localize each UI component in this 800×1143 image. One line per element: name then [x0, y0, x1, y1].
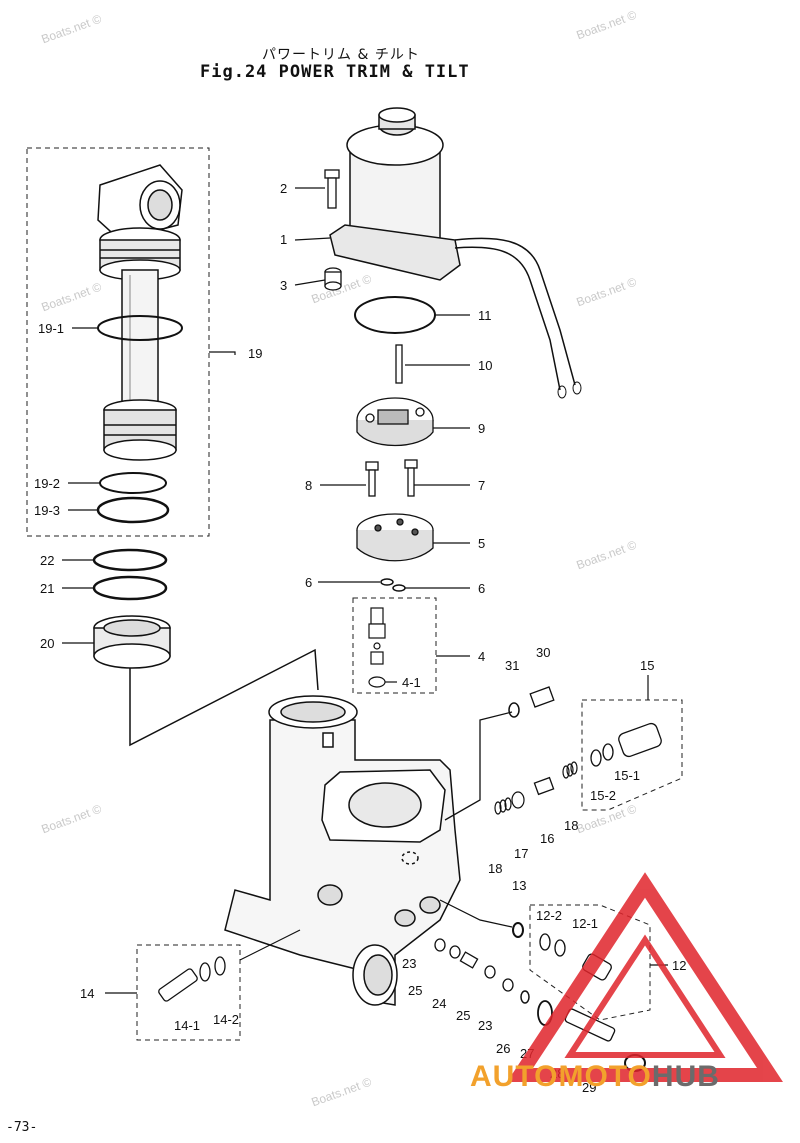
group-15-box	[581, 699, 683, 811]
spring-25b	[484, 965, 496, 979]
spring-18b	[494, 797, 512, 815]
label-4-1: 4-1	[402, 675, 421, 690]
label-8: 8	[305, 478, 312, 493]
label-18a: 18	[564, 818, 578, 833]
label-24: 24	[432, 996, 446, 1011]
valve-14	[158, 956, 226, 1002]
group-4-box	[352, 597, 437, 694]
valve-15	[590, 722, 662, 767]
label-20: 20	[40, 636, 54, 651]
ring-19-3	[96, 496, 170, 524]
label-19: 19	[248, 346, 262, 361]
o-ring-11	[354, 296, 436, 334]
leader-lines	[62, 187, 668, 994]
cylinder-body	[224, 695, 461, 1006]
label-12-2: 12-2	[536, 908, 562, 923]
label-2: 2	[280, 181, 287, 196]
label-10: 10	[478, 358, 492, 373]
label-12: 12	[672, 958, 686, 973]
automotohub-logo	[507, 872, 783, 1082]
tilt-rod	[121, 269, 159, 406]
valve-4	[368, 607, 386, 688]
title-japanese: パワートリム & チルト	[262, 47, 420, 63]
label-15: 15	[640, 658, 654, 673]
group-19-box	[26, 147, 210, 537]
part-20	[93, 615, 171, 669]
label-29: 29	[582, 1080, 596, 1095]
brand-part1: AUTOMOTO	[470, 1060, 652, 1093]
spring-25a	[449, 945, 461, 959]
label-3: 3	[280, 278, 287, 293]
page-number: -73-	[6, 1120, 38, 1135]
brand-part2: HUB	[651, 1060, 720, 1093]
ring-21	[92, 575, 168, 601]
label-25a: 25	[408, 983, 422, 998]
washer-23a	[434, 938, 446, 952]
collar-3	[324, 267, 342, 291]
label-19-1: 19-1	[38, 321, 64, 336]
pin-10	[395, 344, 403, 384]
label-11: 11	[478, 308, 492, 323]
ball-24	[459, 951, 479, 969]
label-13: 13	[512, 878, 526, 893]
label-16: 16	[540, 831, 554, 846]
bolt-2	[324, 169, 340, 209]
label-12-1: 12-1	[572, 916, 598, 931]
label-4: 4	[478, 649, 485, 664]
label-14: 14	[80, 986, 94, 1001]
washer-23b	[502, 978, 514, 992]
label-15-1: 15-1	[614, 768, 640, 783]
label-1: 1	[280, 232, 287, 247]
o-ring-6b	[392, 584, 406, 592]
o-ring-26	[520, 990, 530, 1004]
label-31: 31	[505, 658, 519, 673]
label-5: 5	[478, 536, 485, 551]
gear-pump-9	[356, 397, 434, 447]
label-21: 21	[40, 581, 54, 596]
label-25b: 25	[456, 1008, 470, 1023]
label-30: 30	[536, 645, 550, 660]
tilt-rod-eye	[97, 164, 183, 241]
label-19-2: 19-2	[34, 476, 60, 491]
brand-wordmark: AUTOMOTOHUB	[470, 1060, 720, 1094]
bolt-8	[365, 461, 379, 497]
label-19-3: 19-3	[34, 503, 60, 518]
label-23a: 23	[402, 956, 416, 971]
group-12-box	[529, 904, 651, 1021]
plug-30	[529, 686, 555, 708]
label-18b: 18	[488, 861, 502, 876]
tilt-rod-head	[99, 227, 181, 281]
part-17	[511, 791, 525, 809]
valve-block-5	[356, 513, 434, 562]
label-6b: 6	[478, 581, 485, 596]
ring-19-2	[99, 472, 167, 494]
label-15-2: 15-2	[590, 788, 616, 803]
label-23b: 23	[478, 1018, 492, 1033]
figure-title: Fig.24 POWER TRIM & TILT	[200, 62, 470, 82]
spring-18a	[562, 761, 578, 779]
label-17: 17	[514, 846, 528, 861]
o-ring-13	[512, 922, 524, 938]
label-14-1: 14-1	[174, 1018, 200, 1033]
bolt-7	[404, 459, 418, 497]
o-ring-31	[508, 702, 520, 718]
trim-motor	[329, 107, 576, 391]
label-26: 26	[496, 1041, 510, 1056]
label-7: 7	[478, 478, 485, 493]
label-9: 9	[478, 421, 485, 436]
label-14-2: 14-2	[213, 1012, 239, 1027]
rod-guide	[103, 399, 177, 461]
label-22: 22	[40, 553, 54, 568]
ring-22	[92, 548, 168, 572]
o-ring-6a	[380, 578, 394, 586]
label-6a: 6	[305, 575, 312, 590]
part-16	[533, 776, 555, 796]
